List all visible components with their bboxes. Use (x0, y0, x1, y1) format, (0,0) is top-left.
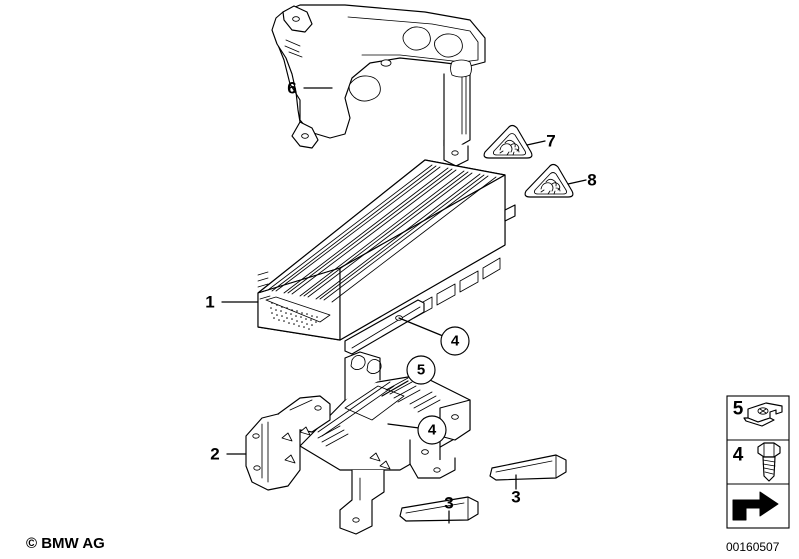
copyright-notice: © BMW AG (26, 535, 105, 552)
callout-label-7: 7 (546, 132, 555, 151)
arrow-direction-symbol (732, 491, 779, 521)
callout-leader-4b (387, 423, 420, 429)
callout-circle-4b (417, 415, 447, 445)
diagram-id-label: 00160507 (726, 540, 780, 554)
callout-label-4a: 4 (451, 333, 460, 350)
callout-label-6: 6 (287, 79, 296, 98)
callout-leader-8 (567, 179, 587, 185)
part-rail-strap-right (489, 454, 567, 481)
callout-label-3b: 3 (511, 488, 520, 507)
callout-label-2: 2 (210, 445, 219, 464)
part-amplifier (257, 159, 516, 355)
callout-leader-7 (526, 140, 546, 146)
part-rail-strap-left (399, 496, 479, 522)
part-holder-bracket (245, 351, 471, 535)
legend-label-5: 5 (733, 399, 744, 420)
callout-label-3a: 3 (444, 494, 453, 513)
callout-label-4b: 4 (428, 422, 437, 439)
part-upper-mounting-bracket (271, 4, 486, 167)
callout-label-5: 5 (417, 362, 425, 379)
callout-circle-5 (406, 355, 436, 385)
legend-frame (726, 395, 790, 529)
screw-symbol (757, 442, 781, 482)
callout-label-1: 1 (205, 293, 214, 312)
callout-circle-4a (440, 326, 470, 356)
clip-nut-symbol (743, 402, 783, 427)
callout-label-8: 8 (587, 171, 596, 190)
callout-layer: 1 2 3 3 6 7 8 4 4 (205, 79, 597, 524)
legend-label-4: 4 (733, 445, 744, 466)
part-warning-label-upper (483, 124, 533, 159)
callout-leader-5 (381, 380, 409, 397)
legend-box: 5 4 (726, 395, 790, 529)
part-warning-label-lower (524, 163, 574, 198)
callout-leader-4a (398, 317, 444, 337)
